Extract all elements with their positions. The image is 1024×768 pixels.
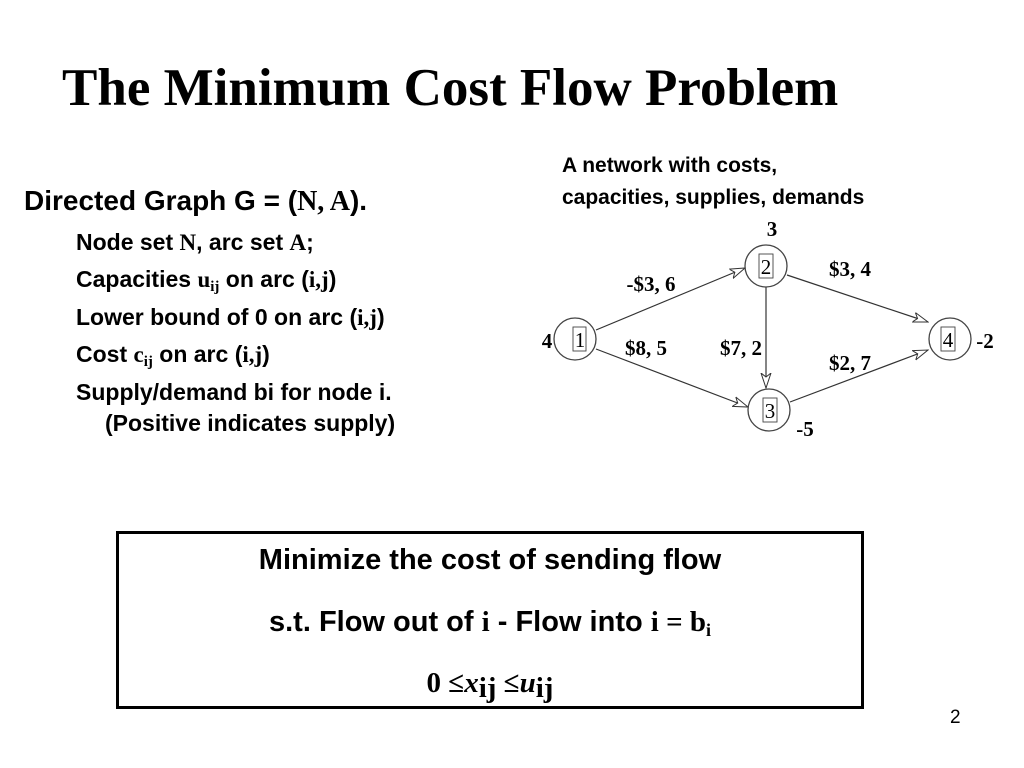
bound-u: u	[519, 667, 536, 699]
node-1-label: 1	[575, 328, 586, 352]
arc-set-symbol: A	[289, 230, 307, 255]
constraint-symbol-b: i = b	[650, 606, 706, 638]
bullet-lower-bound: Lower bound of 0 on arc (i,j)	[76, 304, 385, 331]
node-4-supply: -2	[976, 329, 994, 353]
bound-line: 0 ≤xij ≤uij	[119, 667, 861, 705]
graph-definition-sets: N, A	[297, 186, 350, 217]
node-4: 4	[928, 317, 972, 361]
arc-1-3	[595, 348, 748, 407]
cost-text: Cost	[76, 341, 134, 367]
objective-line: Minimize the cost of sending flow	[258, 544, 722, 576]
arc-1-3-label: $8, 5	[625, 336, 667, 360]
node-2: 2	[744, 244, 788, 288]
caption-line-1: A network with costs,	[562, 154, 778, 177]
capacity-symbol: u	[197, 267, 211, 292]
arc-1-2	[595, 268, 745, 331]
node-4-label: 4	[943, 328, 954, 352]
constraint-subscript: i	[705, 620, 711, 640]
cost-end: )	[262, 341, 270, 367]
lower-bound-arc-index: i,j	[357, 305, 377, 330]
node-3-supply: -5	[796, 417, 814, 441]
cost-arc-index: i,j	[242, 342, 263, 367]
constraint-symbol-i1: i	[481, 606, 490, 638]
bullet-node-set: Node set N, arc set A;	[76, 229, 314, 256]
arc-set-text: , arc set	[196, 229, 290, 255]
node-3: 3	[747, 388, 791, 432]
graph-definition-suffix: ).	[349, 185, 368, 216]
caption-line-2: capacities, supplies, demands	[562, 186, 865, 209]
capacities-arc-text: on arc (	[219, 266, 309, 292]
bullet-capacities: Capacities uij on arc (i,j)	[76, 266, 336, 296]
figure-caption: A network with costs, capacities, suppli…	[562, 150, 864, 214]
cost-arc-text: on arc (	[152, 341, 243, 367]
constraint-line: s.t. Flow out of i - Flow into i = bi	[119, 606, 861, 641]
bound-le: ≤	[496, 667, 520, 699]
node-2-label: 2	[761, 255, 772, 279]
lower-bound-text: Lower bound of 0 on arc (	[76, 304, 358, 330]
arc-2-4-label: $3, 4	[829, 257, 872, 281]
cost-symbol: c	[133, 342, 144, 367]
lower-bound-end: )	[376, 304, 385, 330]
graph-definition: Directed Graph G = (N, A).	[24, 185, 367, 218]
arc-3-4	[789, 349, 928, 403]
graph-definition-prefix: Directed Graph G = (	[24, 185, 298, 216]
capacities-text: Capacities	[76, 266, 198, 292]
arc-1-2-label: -$3, 6	[627, 272, 676, 296]
slide-title: The Minimum Cost Flow Problem	[62, 59, 839, 117]
capacity-subscript: ij	[210, 279, 220, 295]
capacities-arc-index: i,j	[308, 267, 329, 292]
bullet-cost: Cost cij on arc (i,j)	[76, 341, 270, 371]
objective-box: Minimize the cost of sending flow s.t. F…	[116, 531, 864, 709]
page-number: 2	[950, 707, 961, 728]
bullet-supply-note: (Positive indicates supply)	[105, 410, 396, 436]
bullet-supply-demand: Supply/demand bi for node i.	[76, 379, 392, 405]
arc-2-3-label: $7, 2	[720, 336, 762, 360]
bound-u-subscript: ij	[535, 672, 554, 704]
node-set-text: Node set	[76, 229, 180, 255]
node-3-label: 3	[765, 399, 776, 423]
node-2-supply: 3	[767, 217, 778, 241]
bound-x-subscript: ij	[478, 672, 497, 704]
node-1-supply: 4	[542, 329, 553, 353]
capacities-end: )	[328, 266, 337, 292]
node-set-symbol: N	[179, 230, 197, 255]
cost-subscript: ij	[143, 354, 153, 370]
arc-2-4	[786, 274, 928, 323]
bound-x: x	[464, 667, 479, 699]
bound-lower: 0 ≤	[426, 667, 465, 699]
node-set-end: ;	[306, 229, 314, 255]
node-1: 1	[553, 317, 597, 361]
arc-3-4-label: $2, 7	[829, 351, 871, 375]
constraint-text-b: - Flow into	[489, 606, 651, 638]
constraint-text-a: s.t. Flow out of	[268, 606, 482, 638]
